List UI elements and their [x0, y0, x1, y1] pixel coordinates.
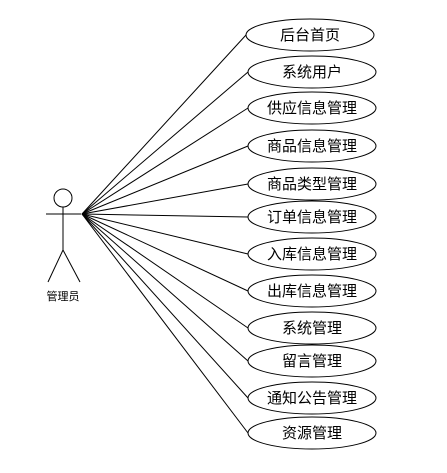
- association-line: [81, 213, 249, 399]
- use-case-label: 后台首页: [280, 26, 340, 44]
- actor-name: 管理员: [47, 289, 80, 303]
- actor-right-leg: [62, 249, 81, 283]
- use-case: 入库信息管理: [247, 237, 377, 271]
- use-case: 出库信息管理: [247, 274, 377, 308]
- association-line: [81, 213, 249, 434]
- use-case: 商品信息管理: [247, 129, 377, 163]
- association-line: [81, 34, 247, 215]
- use-case-label: 订单信息管理: [267, 208, 357, 226]
- use-case-label: 商品类型管理: [267, 175, 357, 193]
- association-line: [81, 213, 249, 218]
- use-case-label: 留言管理: [282, 352, 342, 370]
- use-case-ellipse: [247, 129, 377, 163]
- use-case: 留言管理: [247, 344, 377, 378]
- use-case: 供应信息管理: [247, 91, 377, 125]
- use-case-label: 入库信息管理: [267, 245, 357, 263]
- use-case: 资源管理: [247, 416, 377, 450]
- use-case-ellipse: [247, 91, 377, 125]
- association-line: [81, 183, 249, 215]
- use-case-ellipse: [247, 416, 377, 450]
- use-case-ellipse: [247, 344, 377, 378]
- use-case: 系统管理: [247, 311, 377, 345]
- use-case: 订单信息管理: [247, 200, 377, 234]
- use-case-label: 出库信息管理: [267, 282, 357, 300]
- use-case-label: 商品信息管理: [267, 137, 357, 155]
- association-line: [81, 213, 249, 255]
- association-lines: [81, 34, 249, 434]
- use-case-label: 通知公告管理: [267, 389, 357, 407]
- association-line: [81, 107, 249, 215]
- use-case-ellipse: [247, 311, 377, 345]
- association-line: [81, 71, 249, 215]
- use-case-ellipse: [247, 200, 377, 234]
- use-case-label: 系统用户: [282, 63, 342, 81]
- use-case-ellipse: [247, 381, 377, 415]
- actor-administrator: 管理员: [46, 188, 81, 303]
- use-case: 系统用户: [247, 55, 377, 89]
- use-case-ellipse: [247, 167, 377, 201]
- use-case-ellipse: [245, 18, 375, 52]
- association-line: [81, 213, 249, 292]
- use-case-ellipse: [247, 237, 377, 271]
- use-case-ellipse: [247, 55, 377, 89]
- use-case: 商品类型管理: [247, 167, 377, 201]
- use-case: 通知公告管理: [247, 381, 377, 415]
- use-case-list: 后台首页系统用户供应信息管理商品信息管理商品类型管理订单信息管理入库信息管理出库…: [245, 18, 377, 450]
- actor-head: [53, 188, 73, 208]
- association-line: [81, 213, 249, 329]
- association-line: [81, 145, 249, 215]
- use-case-label: 供应信息管理: [267, 99, 357, 117]
- use-case-ellipse: [247, 274, 377, 308]
- use-case: 后台首页: [245, 18, 375, 52]
- association-line: [81, 213, 249, 362]
- actor-left-leg: [47, 249, 64, 283]
- use-case-label: 资源管理: [282, 424, 342, 442]
- use-case-label: 系统管理: [282, 319, 342, 337]
